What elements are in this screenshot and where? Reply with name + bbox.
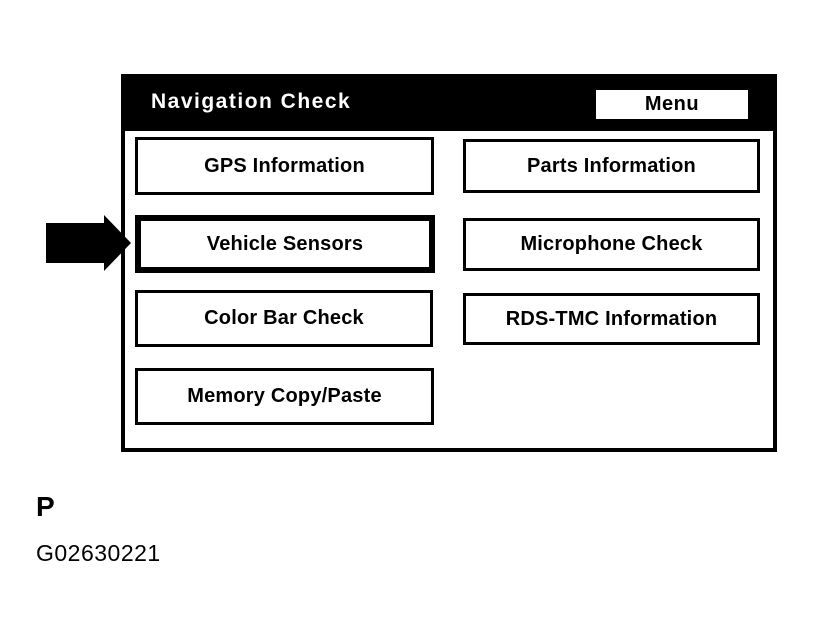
selection-arrow-icon (46, 215, 131, 271)
screen-header: Navigation Check Menu (124, 77, 774, 131)
screen-title: Navigation Check (151, 90, 352, 113)
rds-tmc-information-button[interactable]: RDS-TMC Information (463, 293, 760, 345)
microphone-check-button[interactable]: Microphone Check (463, 218, 760, 271)
vehicle-sensors-button[interactable]: Vehicle Sensors (135, 215, 435, 273)
menu-button[interactable]: Menu (595, 88, 749, 120)
color-bar-check-button[interactable]: Color Bar Check (135, 290, 433, 347)
parts-information-button[interactable]: Parts Information (463, 139, 760, 193)
page-marker: P (36, 491, 55, 522)
figure-id: G02630221 (36, 540, 161, 566)
gps-information-button[interactable]: GPS Information (135, 137, 434, 195)
memory-copy-paste-button[interactable]: Memory Copy/Paste (135, 368, 434, 425)
navigation-check-screen: Navigation Check Menu GPS Information Pa… (121, 74, 777, 452)
